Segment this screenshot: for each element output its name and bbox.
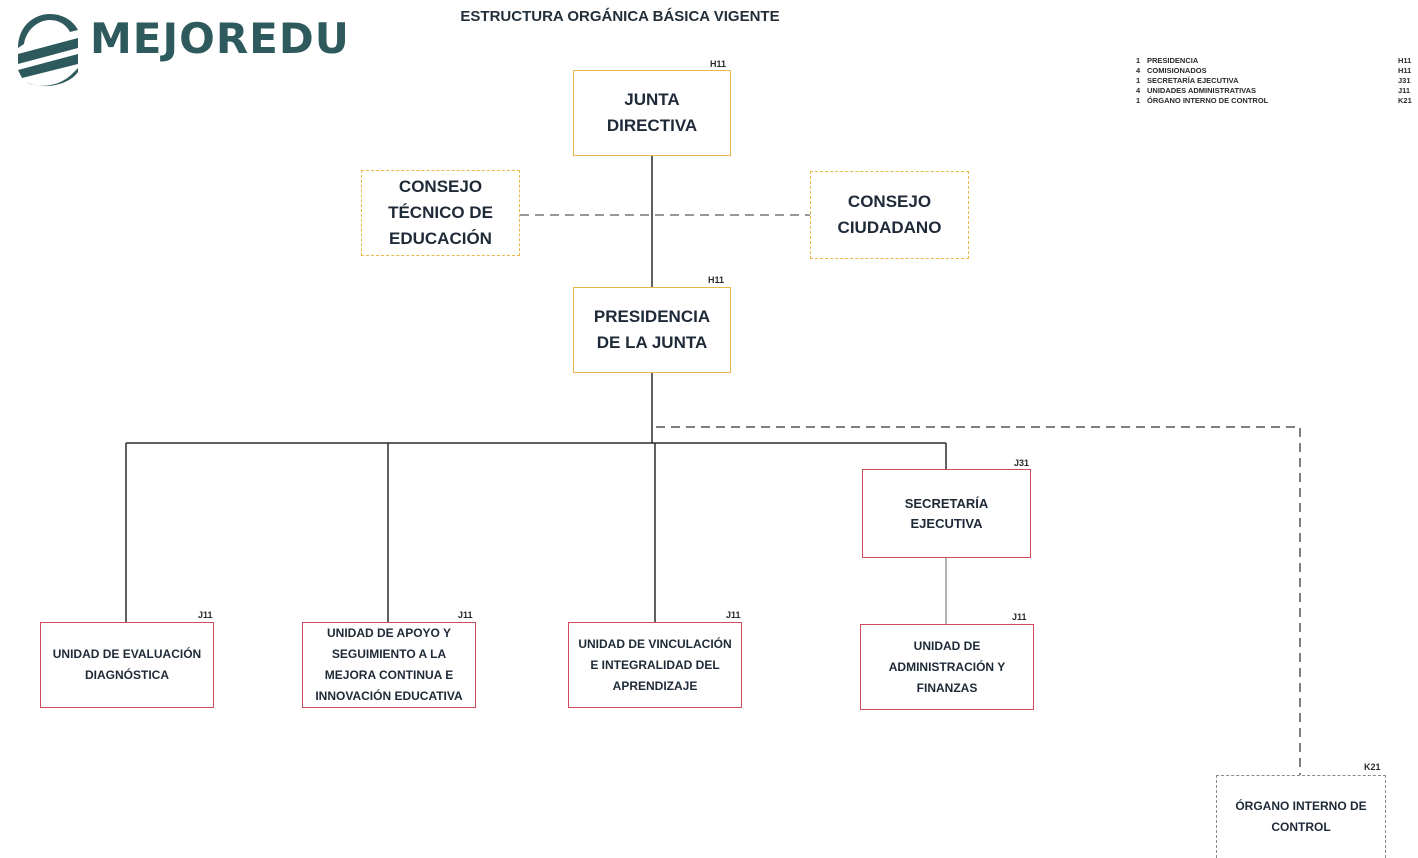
consejo-ciudadano-box: CONSEJO CIUDADANO xyxy=(810,171,969,259)
organo-interno-control-box: ÓRGANO INTERNO DE CONTROL xyxy=(1216,775,1386,858)
legend-code: J31 xyxy=(1398,76,1411,85)
legend-count: 1 xyxy=(1136,96,1141,105)
unidad-administracion-label: UNIDAD DE ADMINISTRACIÓN Y FINANZAS xyxy=(888,638,1006,695)
secretaria-ejecutiva-box: SECRETARÍA EJECUTIVA xyxy=(862,469,1031,558)
vinculacion-code: J11 xyxy=(726,610,741,620)
administracion-code: J11 xyxy=(1012,612,1027,622)
legend-code: H11 xyxy=(1398,56,1412,65)
unidad-evaluacion-box: UNIDAD DE EVALUACIÓN DIAGNÓSTICA xyxy=(40,622,214,708)
consejo-tecnico-label: CONSEJO TÉCNICO DE EDUCACIÓN xyxy=(388,177,493,248)
legend-code: J11 xyxy=(1398,86,1411,95)
evaluacion-code: J11 xyxy=(198,610,213,620)
legend-label: ÓRGANO INTERNO DE CONTROL xyxy=(1147,96,1269,105)
legend-row: 1 SECRETARÍA EJECUTIVA J31 xyxy=(1126,76,1418,86)
presidencia-label: PRESIDENCIA DE LA JUNTA xyxy=(593,307,711,352)
unidad-apoyo-box: UNIDAD DE APOYO Y SEGUIMIENTO A LA MEJOR… xyxy=(302,622,476,708)
unidad-vinculacion-box: UNIDAD DE VINCULACIÓN E INTEGRALIDAD DEL… xyxy=(568,622,742,708)
junta-directiva-box: JUNTA DIRECTIVA xyxy=(573,70,731,156)
organo-interno-control-label: ÓRGANO INTERNO DE CONTROL xyxy=(1235,799,1367,834)
presidencia-code: H11 xyxy=(708,275,725,285)
legend-count: 1 xyxy=(1136,56,1141,65)
legend-label: UNIDADES ADMINISTRATIVAS xyxy=(1147,86,1257,95)
unidad-administracion-box: UNIDAD DE ADMINISTRACIÓN Y FINANZAS xyxy=(860,624,1034,710)
legend-count: 1 xyxy=(1136,76,1141,85)
logo-wordmark: MEJOREDU xyxy=(90,14,350,63)
unidad-vinculacion-label: UNIDAD DE VINCULACIÓN E INTEGRALIDAD DEL… xyxy=(578,636,732,693)
legend-row: 4 UNIDADES ADMINISTRATIVAS J11 xyxy=(1126,86,1418,96)
presidencia-box: PRESIDENCIA DE LA JUNTA xyxy=(573,287,731,373)
consejo-tecnico-box: CONSEJO TÉCNICO DE EDUCACIÓN xyxy=(361,170,520,256)
legend-code: H11 xyxy=(1398,66,1412,75)
legend-count: 4 xyxy=(1136,66,1141,75)
junta-code: H11 xyxy=(710,59,727,69)
legend-row: 1 PRESIDENCIA H11 xyxy=(1126,56,1418,66)
legend-code: K21 xyxy=(1398,96,1412,105)
legend-row: 4 COMISIONADOS H11 xyxy=(1126,66,1418,76)
legend-row: 1 ÓRGANO INTERNO DE CONTROL K21 xyxy=(1126,96,1418,106)
legend-label: PRESIDENCIA xyxy=(1147,56,1199,65)
unidad-evaluacion-label: UNIDAD DE EVALUACIÓN DIAGNÓSTICA xyxy=(52,647,202,682)
secretaria-code: J31 xyxy=(1014,458,1030,468)
consejo-ciudadano-label: CONSEJO CIUDADANO xyxy=(837,192,942,237)
logo-emblem-icon xyxy=(18,14,78,87)
chart-title: ESTRUCTURA ORGÁNICA BÁSICA VIGENTE xyxy=(460,8,780,25)
apoyo-code: J11 xyxy=(458,610,473,620)
legend-label: SECRETARÍA EJECUTIVA xyxy=(1147,76,1239,85)
legend-label: COMISIONADOS xyxy=(1147,66,1207,75)
secretaria-ejecutiva-label: SECRETARÍA EJECUTIVA xyxy=(904,495,989,531)
line-oic-dashed xyxy=(656,426,1301,775)
mejoredu-logo: MEJOREDU xyxy=(12,8,349,96)
junta-directiva-label: JUNTA DIRECTIVA xyxy=(606,90,698,135)
position-legend: 1 PRESIDENCIA H11 4 COMISIONADOS H11 1 S… xyxy=(1126,56,1418,106)
unidad-apoyo-label: UNIDAD DE APOYO Y SEGUIMIENTO A LA MEJOR… xyxy=(315,626,463,703)
legend-count: 4 xyxy=(1136,86,1141,95)
oic-code: K21 xyxy=(1364,762,1381,772)
